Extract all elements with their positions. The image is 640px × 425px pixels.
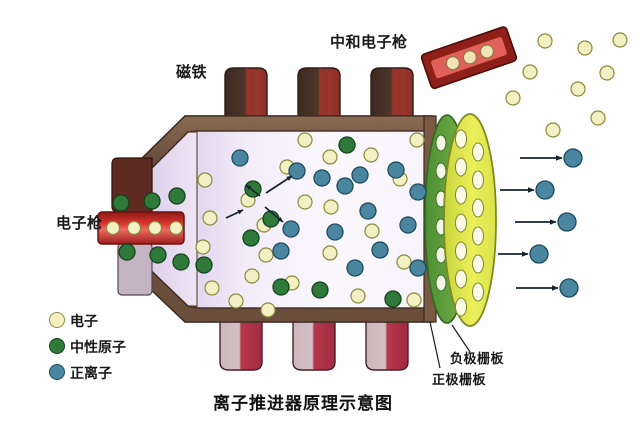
legend-swatch-positive-ion (49, 364, 65, 380)
arrow-out-ion (265, 175, 293, 194)
label-negative-grid: 负极栅板 (450, 352, 505, 367)
label-magnet: 磁铁 (176, 63, 208, 81)
magnet-bottom-2 (292, 319, 336, 371)
arrow-incoming-electron (225, 209, 244, 219)
positive-grid (443, 113, 497, 327)
grid-assembly (424, 113, 497, 369)
legend-label-neutral-atom: 中性原子 (70, 340, 126, 356)
electrons-in-chamber (195, 132, 425, 318)
leader-negative-grid (451, 324, 471, 353)
label-positive-grid: 正极栅板 (432, 373, 487, 388)
arrow-out-electron-down (264, 206, 284, 223)
magnet-bottom-3 (365, 319, 409, 371)
gun-electrons (105, 220, 184, 236)
neutralizer-gun (420, 26, 518, 90)
label-neutralizer-gun: 中和电子枪 (330, 33, 408, 51)
exhaust-ions (529, 148, 583, 298)
diagram-title: 离子推进器原理示意图 (213, 394, 393, 414)
electron-gun (97, 157, 190, 296)
magnet-bottom-1 (219, 319, 263, 371)
neutralizer-electron-plume (505, 32, 628, 138)
exhaust-beam (498, 148, 583, 298)
leader-positive-grid (429, 321, 441, 369)
legend-label-positive-ion: 正离子 (70, 366, 112, 382)
magnet-top-3 (370, 67, 414, 121)
magnet-top-1 (224, 67, 268, 121)
legend-swatch-neutral-atom (49, 338, 65, 354)
ionization-collision-arrows (225, 175, 293, 223)
positive-ions-in-chamber (231, 149, 427, 277)
label-electron-gun: 电子枪 (56, 214, 103, 232)
chamber-particles (195, 132, 427, 318)
arrow-out-electron-up (245, 184, 261, 197)
gun-neutral-atoms (112, 187, 190, 271)
legend-label-electron: 电子 (70, 314, 98, 330)
legend-swatch-electron (49, 312, 65, 328)
magnet-group-top (224, 67, 414, 121)
magnet-top-2 (297, 67, 341, 121)
magnet-group-bottom (219, 319, 409, 371)
